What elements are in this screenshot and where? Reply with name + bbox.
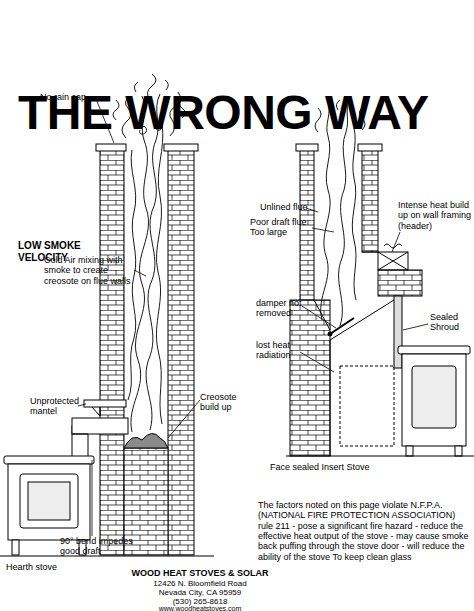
annotation: Intense heat build up on wall framing (h… xyxy=(398,200,472,231)
title-spacer xyxy=(128,8,458,50)
insert-leg xyxy=(455,446,462,456)
address-line: Nevada City, CA 95959 xyxy=(100,588,300,597)
smoke-chamber-wall xyxy=(362,252,378,253)
hearth-floor xyxy=(286,456,474,457)
title-block: THE WRONG WAY xyxy=(18,8,458,134)
stove-glass xyxy=(28,482,70,520)
title-spacer xyxy=(320,50,458,92)
leader-lines xyxy=(78,99,428,536)
annotation: Poor draft flue Too large xyxy=(250,217,314,238)
insert-firebox xyxy=(340,366,394,446)
annotation: Unprotected mantel xyxy=(30,396,82,417)
chimney-cap-ledge xyxy=(296,144,318,151)
hearth-floor xyxy=(0,556,214,557)
stove-body xyxy=(8,464,90,540)
creosote-pile xyxy=(124,433,168,448)
stove-door xyxy=(20,474,78,528)
chimney-cap-ledge xyxy=(164,144,198,151)
brick-wall xyxy=(362,150,378,252)
brick-wall xyxy=(168,150,194,555)
phone-number: (530) 265-8618 xyxy=(100,597,300,606)
company-name: WOOD HEAT STOVES & SOLAR xyxy=(100,568,300,578)
firebox-slope xyxy=(330,300,394,340)
website: www.woodheatstoves.com xyxy=(100,605,300,611)
insert-glass xyxy=(412,366,456,428)
insert-top xyxy=(398,346,470,354)
wall-framing-header xyxy=(378,252,408,270)
brick-wall xyxy=(100,150,124,555)
fire-code-note: The factors noted on this page violate N… xyxy=(258,500,470,562)
insert-leg xyxy=(406,446,413,456)
mantel-bracket xyxy=(92,407,100,416)
pipe-elbow xyxy=(72,434,88,435)
annotation: Creosote build up xyxy=(200,392,252,413)
address-line: 12426 N. Bloomfield Road xyxy=(100,579,300,588)
annotation: No rain cap xyxy=(40,92,100,102)
insert-body xyxy=(402,354,466,446)
chimney-cap-ledge xyxy=(96,144,126,151)
heat-lines xyxy=(384,244,402,248)
annotation: Face sealed Insert Stove xyxy=(270,462,400,472)
annotation: 90° bend impedes good draft xyxy=(60,536,150,557)
chimney-cap-ledge xyxy=(358,144,382,151)
title-spacer xyxy=(18,50,298,92)
annotation: Cold Air mixing with smoke to create cre… xyxy=(44,255,136,286)
lintel-brick xyxy=(378,270,422,296)
wall-framing-header xyxy=(378,252,408,270)
annotation: damper not removed xyxy=(256,298,306,319)
title-spacer xyxy=(18,8,100,50)
annotation: Hearth stove xyxy=(6,562,86,572)
firebox-back xyxy=(330,340,331,456)
stove-pipe xyxy=(72,418,128,434)
brick-wall xyxy=(290,300,330,456)
damper-hinge xyxy=(328,332,332,336)
annotation: lost heat radiation xyxy=(256,340,304,361)
sealed-shroud xyxy=(394,296,402,368)
stove-leg xyxy=(12,540,19,555)
annotation: Unlined flue xyxy=(260,202,320,212)
mantel-shelf xyxy=(84,400,126,407)
stove-top xyxy=(4,456,94,464)
annotation: Sealed Shroud xyxy=(430,312,470,333)
